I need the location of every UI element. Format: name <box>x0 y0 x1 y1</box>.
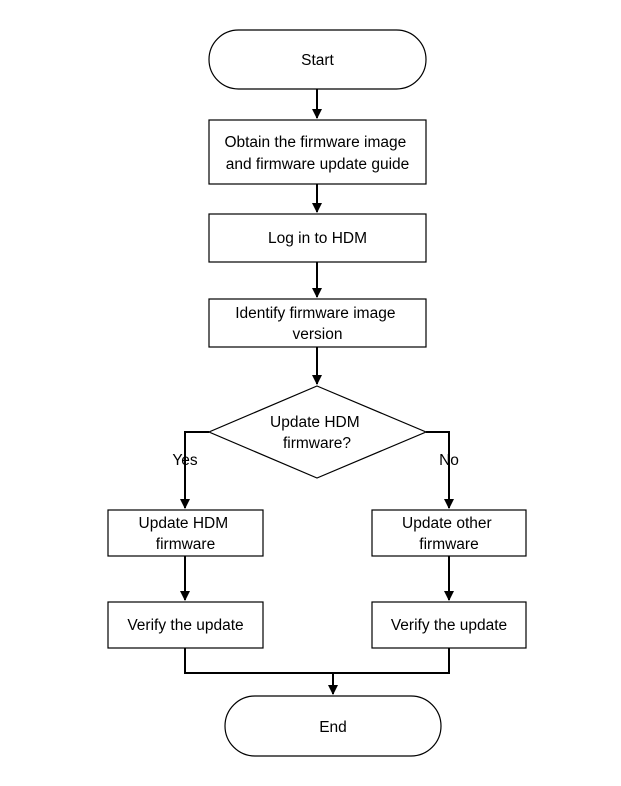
update-hdm-process-box: Update HDM firmware <box>107 509 264 557</box>
update-other-label-line-2: firmware <box>419 536 478 553</box>
yes-branch-label: Yes <box>172 452 198 469</box>
merge-connector <box>184 648 450 674</box>
obtain-label-line-1: Obtain the firmware image <box>224 134 406 151</box>
identify-label: Identify firmware image version <box>235 305 400 343</box>
arrow-decision-yes <box>180 431 209 509</box>
update-other-label: Update other firmware <box>402 515 496 553</box>
decision-label-line-2: firmware? <box>283 435 351 452</box>
obtain-process-box: Obtain the firmware image and firmware u… <box>208 119 427 185</box>
obtain-label: Obtain the firmware image and firmware u… <box>224 134 410 173</box>
login-label: Log in to HDM <box>268 230 367 247</box>
start-label-line: Start <box>301 52 334 69</box>
arrow-decision-no <box>426 431 454 509</box>
identify-label-line-2: version <box>293 326 343 343</box>
verify-right-label-line: Verify the update <box>391 617 507 634</box>
update-hdm-label-line-2: firmware <box>156 536 215 553</box>
start-label: Start <box>301 52 334 69</box>
login-process-box: Log in to HDM <box>208 213 427 263</box>
verify-right-process-box: Verify the update <box>371 601 527 649</box>
decision-label: Update HDM firmware? <box>270 414 364 452</box>
end-label-line: End <box>319 719 347 736</box>
decision-diamond: Update HDM firmware? <box>207 385 428 479</box>
end-label: End <box>319 719 347 736</box>
no-branch-label: No <box>439 452 459 469</box>
identify-process-box: Identify firmware image version <box>208 298 427 348</box>
identify-label-line-1: Identify firmware image <box>235 305 395 322</box>
verify-left-process-box: Verify the update <box>107 601 264 649</box>
obtain-label-line-2: and firmware update guide <box>226 156 410 173</box>
verify-left-label-line: Verify the update <box>127 617 243 634</box>
update-hdm-label-line-1: Update HDM <box>139 515 229 532</box>
update-other-process-box: Update other firmware <box>371 509 527 557</box>
update-other-label-line-1: Update other <box>402 515 492 532</box>
login-label-line: Log in to HDM <box>268 230 367 247</box>
verify-left-label: Verify the update <box>127 617 243 634</box>
update-hdm-label: Update HDM firmware <box>139 515 233 553</box>
verify-right-label: Verify the update <box>391 617 507 634</box>
decision-label-line-1: Update HDM <box>270 414 360 431</box>
start-terminator: Start <box>208 29 427 90</box>
end-terminator: End <box>224 695 442 757</box>
